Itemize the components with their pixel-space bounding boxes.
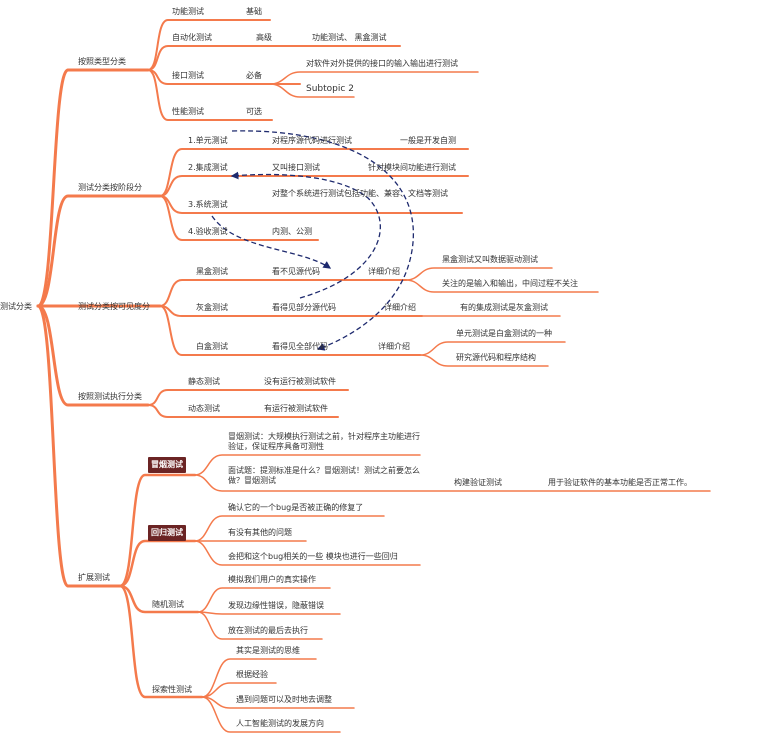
exploratory-item-2: 根据经验 — [236, 670, 268, 679]
type-interface[interactable]: 接口测试 — [172, 71, 204, 80]
type-functional-note: 基础 — [246, 7, 262, 16]
type-interface-subtopic[interactable]: Subtopic 2 — [306, 84, 354, 94]
smoke-bvt-desc: 用于验证软件的基本功能是否正常工作。 — [548, 478, 692, 487]
visibility-black-desc: 看不见源代码 — [272, 267, 320, 276]
visibility-black-detail[interactable]: 详细介绍 — [368, 267, 400, 276]
execution-dynamic-desc: 有运行被测试软件 — [264, 404, 328, 413]
exploratory-item-1: 其实是测试的思维 — [236, 646, 300, 655]
smoke-desc-1: 冒烟测试：大规模执行测试之前，针对程序主功能进行验证，保证程序具备可测性 — [228, 432, 420, 451]
visibility-white-point-1: 单元测试是白盒测试的一种 — [456, 329, 552, 338]
type-automation-extra: 功能测试、 黑盒测试 — [312, 33, 387, 42]
branch-extended — [36, 304, 122, 588]
stage-acceptance[interactable]: 4.验收测试 — [188, 227, 228, 236]
relation-unit-white — [231, 130, 415, 351]
stage-system[interactable]: 3.系统测试 — [188, 200, 228, 209]
visibility-white-detail[interactable]: 详细介绍 — [378, 342, 410, 351]
stage-acceptance-desc: 内测、公测 — [272, 227, 312, 236]
type-performance[interactable]: 性能测试 — [172, 107, 204, 116]
exploratory-test[interactable]: 探索性测试 — [152, 685, 192, 694]
random-item-3: 放在测试的最后去执行 — [228, 626, 308, 635]
type-performance-note: 可选 — [246, 107, 262, 116]
visibility-black-point-1: 黑盒测试又叫数据驱动测试 — [442, 255, 538, 264]
visibility-gray-detail[interactable]: 详细介绍 — [384, 303, 416, 312]
random-item-2: 发现边缘性错误，隐蔽错误 — [228, 601, 324, 610]
visibility-white[interactable]: 白盒测试 — [196, 342, 228, 351]
type-interface-desc: 对软件对外提供的接口的输入输出进行测试 — [306, 59, 458, 68]
stage-integration-note: 针对模块间功能进行测试 — [368, 163, 456, 172]
execution-static-desc: 没有运行被测试软件 — [264, 377, 336, 386]
smoke-desc-2: 面试题：提测标准是什么？冒烟测试！测试之前要怎么做？冒烟测试 — [228, 466, 420, 485]
branch-stage — [36, 194, 162, 308]
type-title[interactable]: 按照类型分类 — [78, 57, 126, 66]
execution-title[interactable]: 按照测试执行分类 — [78, 392, 142, 401]
execution-static[interactable]: 静态测试 — [188, 377, 220, 386]
type-interface-note: 必备 — [246, 71, 262, 80]
stage-integration[interactable]: 2.集成测试 — [188, 163, 228, 172]
relation-system-black — [211, 215, 332, 269]
visibility-white-point-2: 研究源代码和程序结构 — [456, 353, 536, 362]
regression-item-3: 会把和这个bug相关的一些 模块也进行一些回归 — [228, 552, 398, 561]
stage-unit[interactable]: 1.单元测试 — [188, 136, 228, 145]
visibility-gray-point: 有的集成测试是灰盒测试 — [460, 303, 548, 312]
exploratory-item-4: 人工智能测试的发展方向 — [236, 719, 324, 728]
type-functional[interactable]: 功能测试 — [172, 7, 204, 16]
random-item-1: 模拟我们用户的真实操作 — [228, 575, 316, 584]
visibility-gray-desc: 看得见部分源代码 — [272, 303, 336, 312]
branch-type — [36, 68, 150, 308]
visibility-black-point-2: 关注的是输入和输出，中间过程不关注 — [442, 279, 578, 288]
stage-unit-note: 一般是开发自测 — [400, 136, 456, 145]
regression-test-badge[interactable]: 回归测试 — [148, 525, 186, 541]
visibility-title[interactable]: 测试分类按可见度分 — [78, 302, 150, 311]
stage-title[interactable]: 测试分类按阶段分 — [78, 183, 142, 192]
visibility-black[interactable]: 黑盒测试 — [196, 267, 228, 276]
execution-dynamic[interactable]: 动态测试 — [188, 404, 220, 413]
visibility-white-desc: 看得见全部代码 — [272, 342, 328, 351]
type-automation[interactable]: 自动化测试 — [172, 33, 212, 42]
relation-gray-integration — [230, 171, 381, 299]
branch-execution — [36, 304, 150, 407]
random-test[interactable]: 随机测试 — [152, 600, 184, 609]
type-automation-note: 高级 — [256, 33, 272, 42]
visibility-gray[interactable]: 灰盒测试 — [196, 303, 228, 312]
regression-item-1: 确认它的一个bug是否被正确的修复了 — [228, 503, 364, 512]
exploratory-item-3: 遇到问题可以及时地去调整 — [236, 695, 332, 704]
smoke-bvt[interactable]: 构建验证测试 — [454, 478, 502, 487]
smoke-test-badge[interactable]: 冒烟测试 — [148, 457, 186, 473]
stage-integration-desc: 又叫接口测试 — [272, 163, 320, 172]
stage-system-desc: 对整个系统进行测试包括功能、兼容、文档等测试 — [272, 189, 448, 198]
regression-item-2: 有没有其他的问题 — [228, 528, 292, 537]
root-topic[interactable]: 测试分类 — [0, 302, 32, 311]
stage-unit-desc: 对程序源代码进行测试 — [272, 136, 352, 145]
extended-title[interactable]: 扩展测试 — [78, 573, 110, 582]
